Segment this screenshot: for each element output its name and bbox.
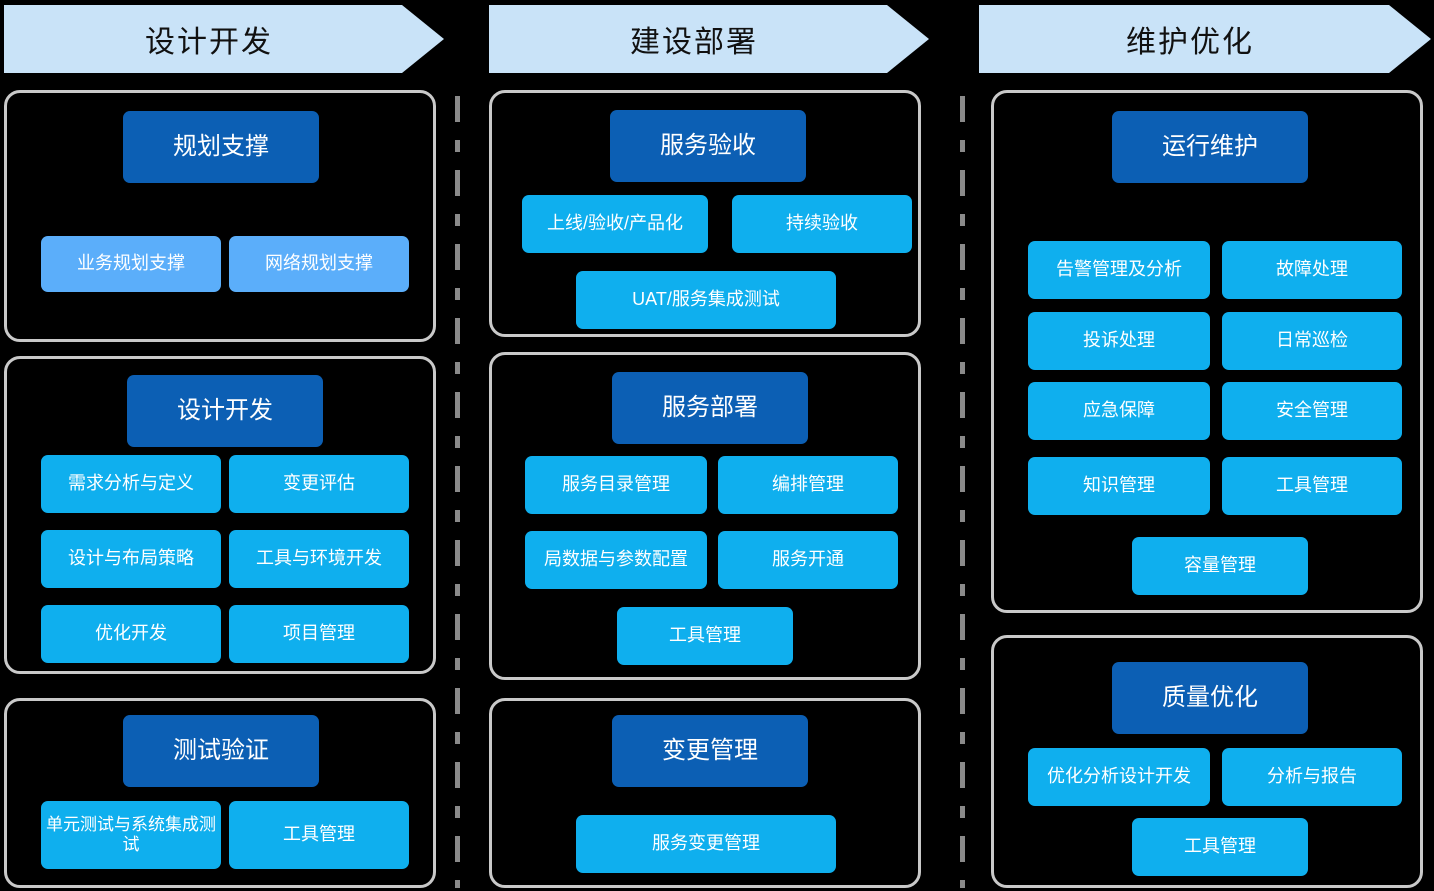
phase-banner-label: 建设部署 (630, 26, 758, 59)
capability-box[interactable]: 优化开发 (41, 605, 221, 663)
capability-box[interactable]: 局数据与参数配置 (525, 531, 707, 589)
capability-box[interactable]: 服务变更管理 (576, 815, 836, 873)
phase-banner-label: 维护优化 (1126, 26, 1254, 59)
capability-box[interactable]: 网络规划支撑 (229, 236, 409, 292)
capability-box[interactable]: 需求分析与定义 (41, 455, 221, 513)
group-head-box[interactable]: 质量优化 (1112, 662, 1308, 734)
group-card-design-development: 设计开发 需求分析与定义 变更评估 设计与布局策略 工具与环境开发 优化开发 项… (4, 356, 436, 674)
column-separator (455, 96, 460, 888)
capability-box[interactable]: 单元测试与系统集成测试 (41, 801, 221, 869)
capability-box[interactable]: 知识管理 (1028, 457, 1210, 515)
capability-box[interactable]: 应急保障 (1028, 382, 1210, 440)
column-separator (960, 96, 965, 888)
capability-box[interactable]: 上线/验收/产品化 (522, 195, 708, 253)
capability-box[interactable]: UAT/服务集成测试 (576, 271, 836, 329)
group-card-change-management: 变更管理 服务变更管理 (489, 698, 921, 888)
capability-box[interactable]: 变更评估 (229, 455, 409, 513)
capability-box[interactable]: 优化分析设计开发 (1028, 748, 1210, 806)
capability-box[interactable]: 告警管理及分析 (1028, 241, 1210, 299)
capability-box[interactable]: 工具管理 (617, 607, 793, 665)
group-card-planning-support: 规划支撑 业务规划支撑 网络规划支撑 (4, 90, 436, 342)
phase-banner-maintain: 维护优化 (979, 5, 1431, 73)
capability-box[interactable]: 投诉处理 (1028, 312, 1210, 370)
group-card-service-deployment: 服务部署 服务目录管理 编排管理 局数据与参数配置 服务开通 工具管理 (489, 352, 921, 680)
group-card-quality-optimization: 质量优化 优化分析设计开发 分析与报告 工具管理 (991, 635, 1423, 888)
capability-box[interactable]: 工具管理 (229, 801, 409, 869)
group-head-box[interactable]: 规划支撑 (123, 111, 319, 183)
capability-box[interactable]: 安全管理 (1222, 382, 1402, 440)
group-head-box[interactable]: 服务验收 (610, 110, 806, 182)
capability-box[interactable]: 容量管理 (1132, 537, 1308, 595)
capability-box[interactable]: 分析与报告 (1222, 748, 1402, 806)
phase-banner-design: 设计开发 (4, 5, 444, 73)
group-head-box[interactable]: 测试验证 (123, 715, 319, 787)
capability-box[interactable]: 设计与布局策略 (41, 530, 221, 588)
capability-box[interactable]: 业务规划支撑 (41, 236, 221, 292)
capability-box[interactable]: 持续验收 (732, 195, 912, 253)
group-head-box[interactable]: 运行维护 (1112, 111, 1308, 183)
capability-box[interactable]: 工具与环境开发 (229, 530, 409, 588)
capability-box[interactable]: 编排管理 (718, 456, 898, 514)
capability-box[interactable]: 服务目录管理 (525, 456, 707, 514)
phase-banner-build: 建设部署 (489, 5, 929, 73)
capability-box[interactable]: 故障处理 (1222, 241, 1402, 299)
group-head-box[interactable]: 服务部署 (612, 372, 808, 444)
group-card-operations-maintenance: 运行维护 告警管理及分析 故障处理 投诉处理 日常巡检 应急保障 安全管理 知识… (991, 90, 1423, 613)
group-card-service-acceptance: 服务验收 上线/验收/产品化 持续验收 UAT/服务集成测试 (489, 90, 921, 337)
capability-box[interactable]: 工具管理 (1222, 457, 1402, 515)
group-head-box[interactable]: 设计开发 (127, 375, 323, 447)
capability-box[interactable]: 工具管理 (1132, 818, 1308, 876)
phase-banner-label: 设计开发 (145, 26, 273, 59)
group-card-test-verification: 测试验证 单元测试与系统集成测试 工具管理 (4, 698, 436, 888)
capability-box[interactable]: 项目管理 (229, 605, 409, 663)
capability-box[interactable]: 日常巡检 (1222, 312, 1402, 370)
capability-box[interactable]: 服务开通 (718, 531, 898, 589)
group-head-box[interactable]: 变更管理 (612, 715, 808, 787)
